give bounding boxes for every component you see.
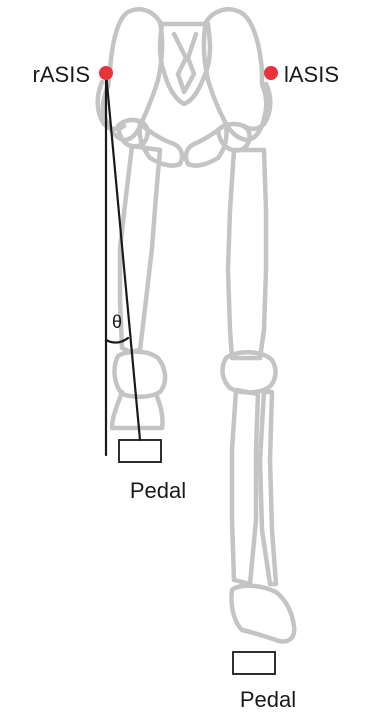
pedal-right [119, 440, 161, 462]
left-fibula [260, 392, 276, 584]
right-femur [120, 146, 160, 352]
sacrum-midline [174, 34, 196, 92]
pedal-left-label: Pedal [240, 687, 296, 712]
left-asis-marker [264, 66, 278, 80]
right-asis-label: rASIS [33, 62, 90, 87]
pedal-right-label: Pedal [130, 478, 186, 503]
pedal-left [233, 652, 275, 674]
left-femur-head [218, 124, 250, 150]
left-tibia [232, 390, 258, 584]
left-femur [228, 150, 266, 358]
left-foot [231, 586, 294, 642]
left-asis-label: lASIS [284, 62, 339, 87]
theta-angle-arc [106, 338, 128, 343]
right-leg [112, 120, 165, 428]
right-femur-head [118, 120, 148, 146]
theta-label: θ [112, 312, 122, 332]
left-iliac-wing [204, 9, 266, 140]
left-leg [218, 124, 294, 641]
right-asis-marker [99, 66, 113, 80]
